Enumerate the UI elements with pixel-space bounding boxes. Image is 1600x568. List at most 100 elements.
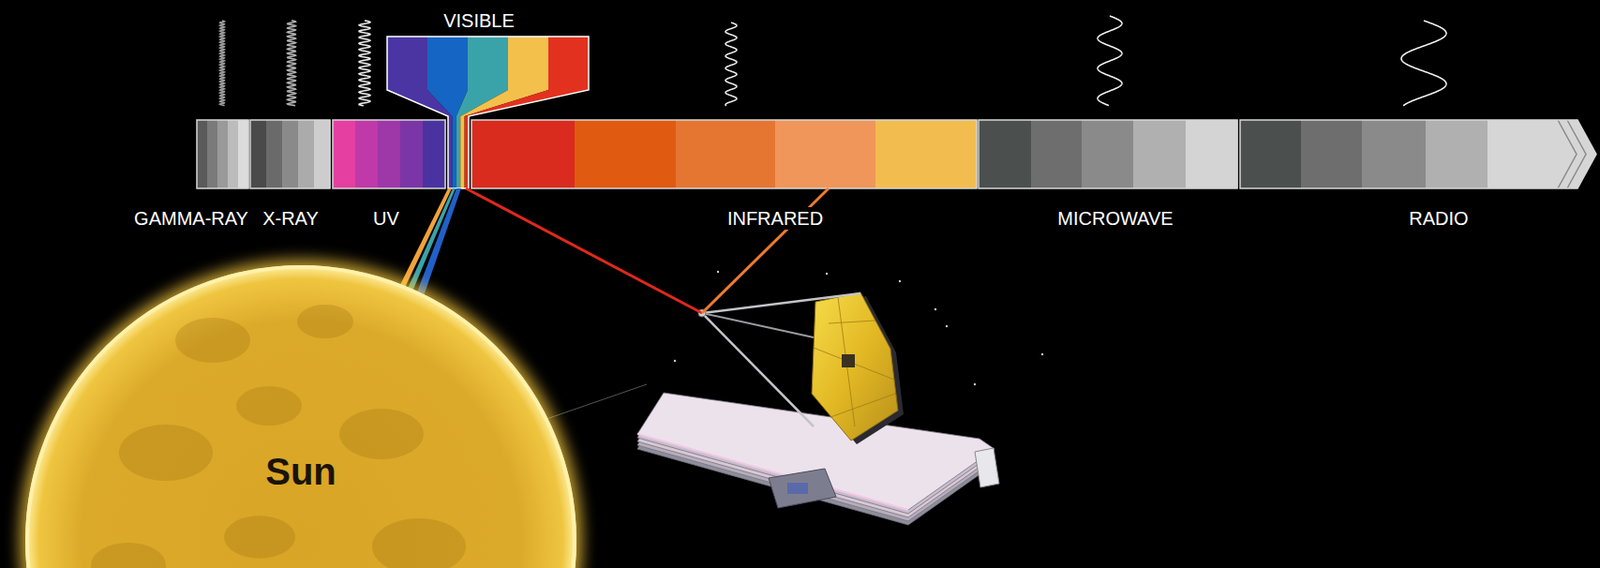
star-dot	[825, 272, 828, 275]
sun-surface	[25, 265, 577, 568]
spectrum-bar	[196, 119, 1597, 189]
gamma-band	[196, 119, 250, 189]
band-stripe	[238, 119, 250, 189]
star-dot	[673, 359, 676, 362]
visible-magnifier	[387, 36, 589, 189]
visible-stripe	[460, 36, 549, 189]
band-stripe	[422, 119, 447, 189]
band-stripe	[978, 119, 1032, 189]
band-stripe	[775, 119, 877, 189]
sun-limb	[27, 267, 575, 568]
band-label: VISIBLE	[440, 9, 518, 32]
red-pointer-line	[465, 188, 703, 314]
band-stripe	[1185, 119, 1239, 189]
sun-spot	[90, 542, 166, 568]
infrared-band	[471, 119, 978, 189]
band-outline	[471, 119, 977, 189]
band-stripe	[1300, 119, 1363, 189]
jwst-telescope	[637, 292, 1000, 525]
bus-detail	[787, 482, 808, 494]
band-stripe	[1031, 119, 1083, 189]
spacecraft-bus	[768, 468, 837, 509]
band-stripe	[217, 119, 229, 189]
mirror-center	[841, 354, 855, 368]
sun-spot	[224, 515, 296, 559]
band-label: UV	[370, 207, 403, 230]
strut	[702, 293, 861, 314]
sun-glow	[19, 259, 583, 568]
uv-wave	[358, 20, 371, 106]
microwave-band	[978, 119, 1239, 189]
xray-band	[250, 119, 331, 189]
infrared-wave	[725, 22, 737, 106]
star-dot	[945, 325, 948, 328]
band-stripe	[377, 119, 402, 189]
band-stripe	[875, 119, 978, 189]
strut	[702, 313, 814, 427]
solar-panel	[974, 448, 1000, 488]
strut	[702, 313, 814, 338]
band-stripe	[1487, 119, 1548, 189]
band-stripe	[400, 119, 424, 189]
band-stripe	[1425, 119, 1489, 189]
sun-node: Sun	[25, 265, 577, 568]
band-stripe	[282, 119, 300, 189]
orange-pointer-line	[702, 188, 829, 314]
mirror-segment-line	[830, 393, 896, 418]
band-stripe	[574, 119, 677, 189]
star-dot	[934, 308, 937, 311]
star-dot	[1041, 353, 1044, 356]
star-dot	[973, 383, 976, 386]
radio-wave	[1401, 20, 1447, 106]
band-stripe	[227, 119, 240, 189]
sun-spot	[236, 386, 302, 426]
mirror-segment-line	[813, 347, 895, 380]
band-outline	[196, 119, 249, 189]
band-stripe	[355, 119, 379, 189]
band-stripe	[471, 119, 576, 189]
sunshield-layer	[637, 392, 995, 510]
sun-spot	[372, 518, 466, 568]
sunshield-edge	[637, 433, 909, 510]
radio-band	[1240, 119, 1548, 189]
band-label: MICROWAVE	[1054, 207, 1176, 230]
microwave-wave	[1097, 15, 1122, 106]
sun-label: Sun	[25, 265, 577, 494]
star-dot	[717, 270, 719, 273]
mirror-segment-line	[837, 297, 855, 427]
sun-spot	[119, 424, 213, 481]
xray-wave	[287, 20, 297, 106]
mirror-segment-line	[828, 320, 876, 324]
band-outline	[1240, 119, 1597, 189]
band-stripe	[332, 119, 357, 189]
sun-spot	[297, 304, 354, 339]
gamma-wave	[220, 20, 225, 106]
band-label: X-RAY	[259, 207, 322, 230]
band-label: INFRARED	[724, 207, 826, 230]
band-stripe	[266, 119, 284, 189]
band-stripe	[250, 119, 268, 189]
star-dot	[898, 280, 901, 283]
band-stripe	[314, 119, 331, 189]
band-stripe	[1081, 119, 1135, 189]
radio-arrow-tip	[1546, 119, 1597, 189]
sun-disc	[25, 265, 577, 568]
band-label: RADIO	[1405, 207, 1471, 230]
band-stripe	[196, 119, 209, 189]
band-outline	[332, 119, 446, 189]
band-label: GAMMA-RAY	[131, 207, 252, 230]
sun-spot	[175, 317, 251, 363]
band-stripe	[1133, 119, 1187, 189]
band-stripe	[1240, 119, 1302, 189]
band-outline	[250, 119, 330, 189]
sun-spot	[339, 408, 424, 460]
band-stripe	[207, 119, 219, 189]
visible-outline	[387, 36, 589, 189]
band-stripe	[298, 119, 315, 189]
band-stripe	[1361, 119, 1427, 189]
primary-mirror	[811, 292, 898, 441]
arrow-chevron	[1557, 119, 1577, 189]
band-outline	[978, 119, 1238, 189]
